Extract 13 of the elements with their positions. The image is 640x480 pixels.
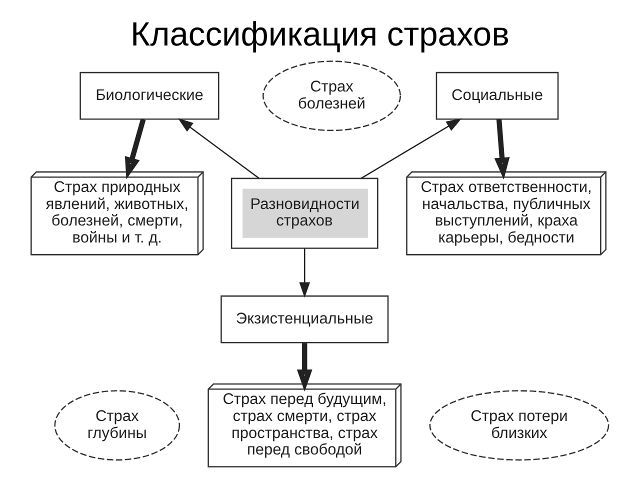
node-box: Разновидности страхов [230, 178, 378, 249]
arrow [360, 118, 462, 179]
arrow [124, 118, 146, 180]
node-ellipse: Страх потери близких [429, 390, 610, 461]
arrow [494, 119, 510, 180]
node-box: Социальные [436, 72, 559, 120]
arrow [296, 343, 312, 392]
node-box: Биологические [80, 72, 220, 120]
node-ellipse: Страх болезней [262, 60, 402, 132]
node-box: Экзистенциальные [220, 295, 389, 344]
diagram-title: Классификация страхов [130, 16, 510, 54]
node-ellipse: Страх глубины [54, 390, 180, 461]
arrow [299, 248, 310, 298]
